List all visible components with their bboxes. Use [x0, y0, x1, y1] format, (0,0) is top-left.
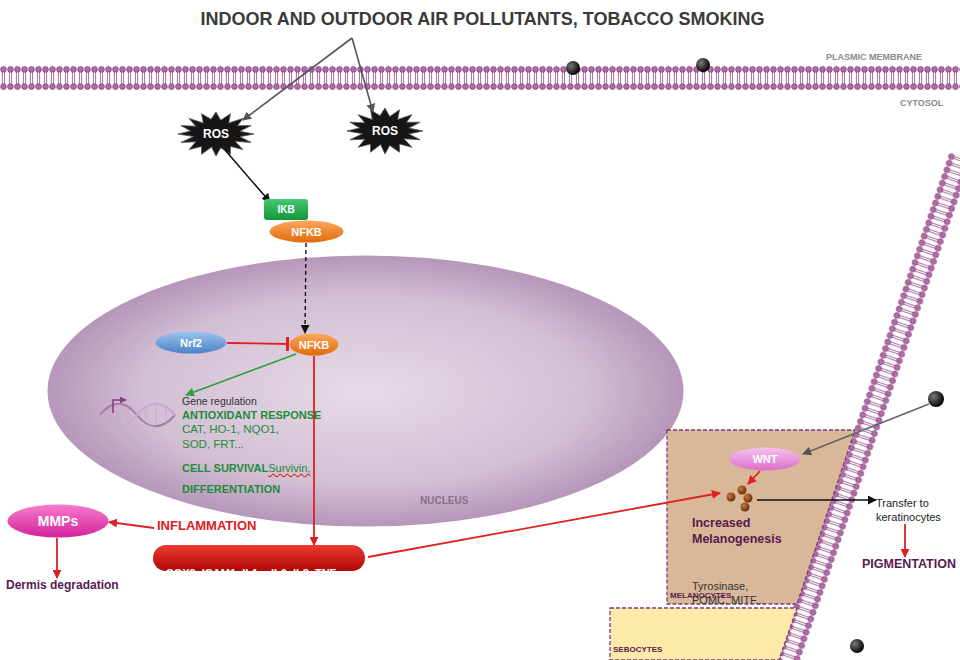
node-text: CELL SURVIVAL — [182, 462, 268, 474]
connector — [225, 150, 270, 202]
mmps-ellipse: MMPs — [7, 504, 109, 538]
connector — [227, 343, 289, 344]
particle-arrow — [803, 404, 929, 454]
melanogenesis-block: Increased MelanogenesisTyrosinase, POMC,… — [688, 483, 808, 583]
node-text: NFKB — [289, 333, 339, 356]
wnt-ellipse: WNT — [729, 447, 801, 471]
connector — [757, 499, 876, 501]
node-text: PIGMENTATION — [862, 557, 960, 571]
nrf2-ellipse: Nrf2 — [155, 331, 227, 354]
particle — [850, 639, 864, 653]
node-text: Increased Melanogenesis — [692, 515, 792, 547]
particle — [566, 61, 580, 75]
connector — [305, 243, 306, 333]
particle — [928, 391, 944, 407]
region-label: PLASMIC MEMBRANE — [826, 52, 922, 62]
nucleus-ellipse-shape — [47, 255, 684, 527]
cytokine-pill: INFLAMMATIONCOX2, ICAM1, IL1α, IL6, IL8,… — [150, 518, 368, 573]
connector — [56, 538, 58, 578]
connector — [904, 524, 906, 557]
ros-star: ROS — [178, 112, 254, 156]
transfer-text: Transfer to keratinocytes — [876, 496, 960, 526]
plasma-membrane — [0, 66, 960, 90]
node-text: SEBOCYTES — [613, 645, 813, 654]
node-text: Survivin, — [268, 462, 310, 474]
node-text: ROS — [347, 108, 423, 154]
region-label: CYTOSOL — [900, 98, 943, 108]
node-text: CAT, HO-1, NQO1, SOD, FRT... — [182, 422, 307, 452]
melanocyte-region: MELANOCYTESWNTIncreased MelanogenesisTyr… — [666, 428, 858, 608]
gene-regulation-block: Gene regulationANTIOXIDANT RESPONSECAT, … — [182, 395, 357, 495]
node-text: ROS — [178, 112, 254, 156]
node-text: ANTIOXIDANT RESPONSE — [182, 408, 357, 422]
connector — [368, 493, 720, 557]
outcome-text: Dermis degradation — [6, 578, 136, 596]
title: INDOOR AND OUTDOOR AIR POLLUTANTS, TOBAC… — [0, 9, 960, 30]
pigmentation-text: PIGMENTATION — [860, 557, 960, 575]
node-text: DIFFERENTIATION — [182, 482, 357, 496]
node-text: NFKB — [269, 220, 344, 243]
node-text: Dermis degradation — [6, 578, 136, 592]
node-text: WNT — [729, 447, 801, 471]
nucleus-ellipse: NUCLEUSNrf2NFKBGene regulationANTIOXIDAN… — [47, 255, 684, 527]
pollutant-arrow — [243, 38, 352, 120]
node-text: Tyrosinase, POMC, MITF... — [692, 579, 777, 607]
nfkb-ellipse: NFKB — [289, 333, 339, 356]
node-text: Gene regulation — [182, 395, 357, 408]
particle — [696, 58, 710, 72]
connector — [748, 471, 760, 484]
pollutant-arrow — [352, 38, 373, 112]
dna-icon — [100, 400, 175, 426]
node-text: COX2, ICAM1, IL1α, IL6, IL8, TNFα... — [153, 560, 365, 586]
node-text: IKB — [264, 199, 308, 220]
nfkb-ellipse: NFKB — [269, 220, 344, 243]
connector — [186, 354, 296, 395]
node-text: Nrf2 — [155, 331, 227, 354]
ros-star: ROS — [347, 108, 423, 154]
connector — [313, 356, 315, 545]
node-text: INFLAMMATION — [157, 518, 375, 533]
sebocyte-region: SEBOCYTES — [609, 606, 809, 660]
connector — [109, 522, 154, 528]
node-text: MMPs — [7, 504, 109, 538]
node-text: Transfer to keratinocytes — [876, 496, 960, 524]
ikb-box: IKB — [264, 199, 308, 220]
